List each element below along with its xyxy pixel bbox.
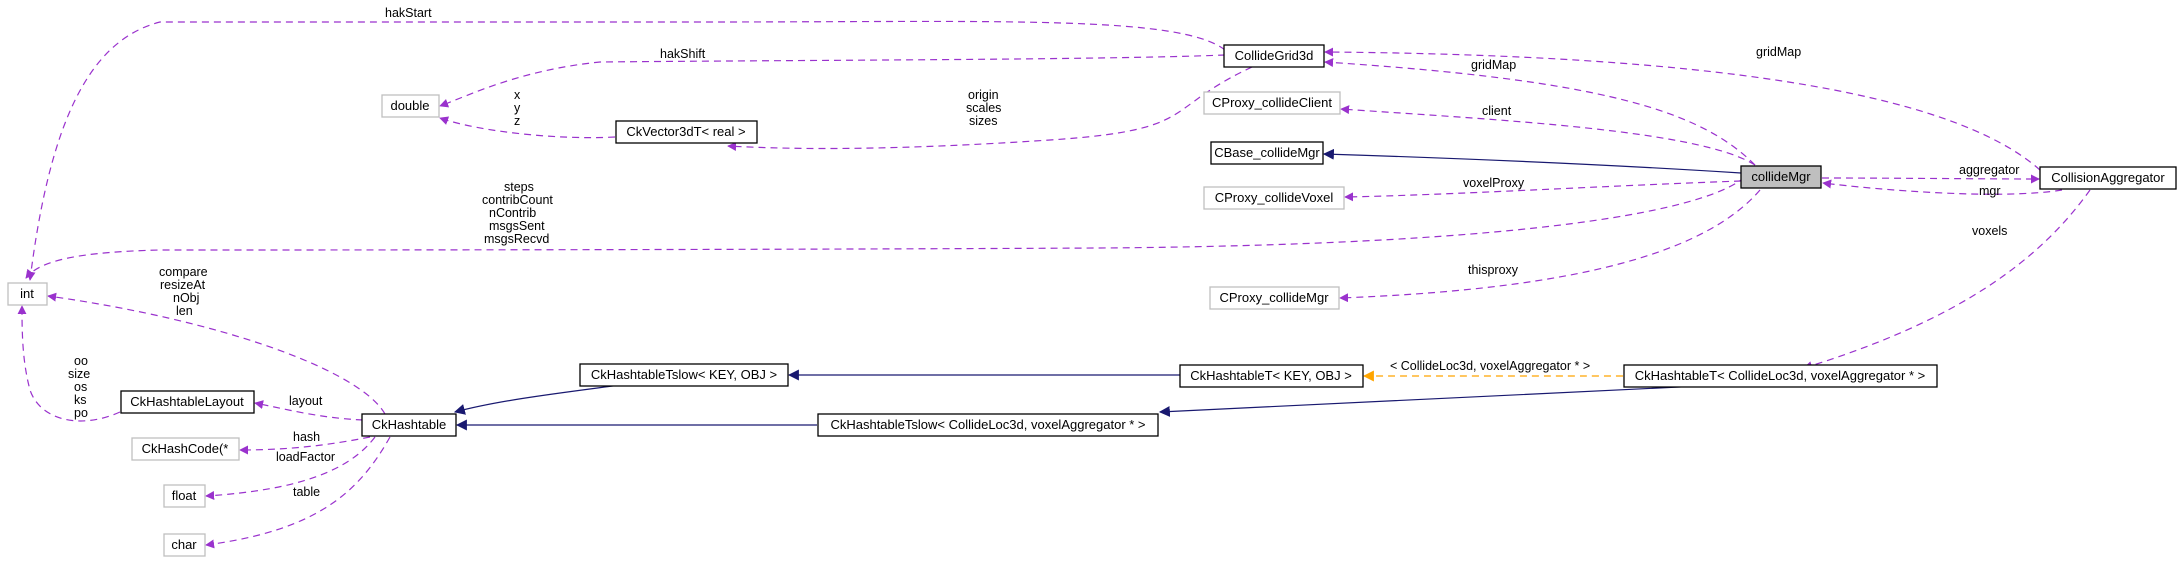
node-cbase-collidemgr[interactable]: CBase_collideMgr — [1210, 141, 1324, 165]
label-voxels: voxels — [1972, 224, 2007, 238]
svg-text:CProxy_collideVoxel: CProxy_collideVoxel — [1215, 190, 1334, 205]
node-ckhashtablet-key-obj[interactable]: CkHashtableT< KEY, OBJ > — [1179, 364, 1364, 388]
label-compare: compare — [159, 265, 208, 279]
edge-collidemgr-collidegrid3d — [1324, 58, 1756, 166]
edge-collidegrid3d-ckvector — [727, 66, 1253, 151]
svg-text:CkHashtable: CkHashtable — [372, 417, 446, 432]
node-ckhashtablelayout[interactable]: CkHashtableLayout — [120, 390, 255, 414]
node-cproxy-collideclient[interactable]: CProxy_collideClient — [1203, 91, 1341, 115]
node-ckhashtabletslow-collide[interactable]: CkHashtableTslow< CollideLoc3d, voxelAgg… — [817, 413, 1159, 437]
node-ckhashtabletslow-key-obj[interactable]: CkHashtableTslow< KEY, OBJ > — [579, 363, 789, 387]
edge-collidemgr-cbase — [1322, 148, 1742, 174]
edge-collidemgr-thisproxy — [1339, 189, 1761, 303]
edge-aggregator-collidemgr — [1822, 179, 2063, 195]
svg-text:CollisionAggregator: CollisionAggregator — [2051, 170, 2165, 185]
edge-ckhashtable-hashcode — [239, 436, 371, 455]
node-double[interactable]: double — [381, 94, 440, 118]
label-steps: steps — [504, 180, 534, 194]
svg-text:CkHashtableT< KEY, OBJ >: CkHashtableT< KEY, OBJ > — [1190, 368, 1352, 383]
node-collidemgr[interactable]: collideMgr — [1740, 165, 1822, 189]
node-cproxy-collidemgr[interactable]: CProxy_collideMgr — [1209, 286, 1340, 310]
edge-ckhashtable-float — [205, 436, 376, 500]
label-vec-x: x — [514, 88, 521, 102]
label-voxelproxy: voxelProxy — [1463, 176, 1525, 190]
label-thisproxy: thisproxy — [1468, 263, 1519, 277]
label-layout: layout — [289, 394, 323, 408]
label-client: client — [1482, 104, 1512, 118]
label-gridmap-mgr: gridMap — [1471, 58, 1516, 72]
edge-ckvector-double — [439, 116, 616, 139]
svg-text:CkHashtableTslow< KEY, OBJ >: CkHashtableTslow< KEY, OBJ > — [591, 367, 777, 382]
svg-text:CkHashtableTslow< CollideLoc3d: CkHashtableTslow< CollideLoc3d, voxelAgg… — [830, 417, 1145, 432]
svg-text:CProxy_collideClient: CProxy_collideClient — [1212, 95, 1332, 110]
edge-ckhashtable-char — [205, 436, 391, 549]
label-loadfactor: loadFactor — [276, 450, 335, 464]
edge-collidegrid3d-double — [439, 54, 1226, 108]
edge-collidemgr-aggregator — [1821, 174, 2040, 184]
label-scales: scales — [966, 101, 1001, 115]
node-ckhashcode[interactable]: CkHashCode(* — [131, 437, 240, 461]
svg-text:double: double — [390, 98, 429, 113]
label-template-args: < CollideLoc3d, voxelAggregator * > — [1390, 359, 1590, 373]
label-len: len — [176, 304, 193, 318]
node-ckhashtable[interactable]: CkHashtable — [361, 413, 457, 437]
edge-ckhashtable-layout — [254, 400, 364, 421]
label-sizes: sizes — [969, 114, 997, 128]
node-ckvector3dt[interactable]: CkVector3dT< real > — [615, 120, 758, 144]
edge-collidemgr-int — [25, 176, 1746, 279]
label-msgsrecvd: msgsRecvd — [484, 232, 549, 246]
label-resizeat: resizeAt — [160, 278, 206, 292]
svg-text:CkVector3dT< real >: CkVector3dT< real > — [626, 124, 745, 139]
svg-text:CkHashCode(*: CkHashCode(* — [142, 441, 229, 456]
label-os: os — [74, 380, 87, 394]
label-vec-z: z — [514, 114, 520, 128]
node-collisionaggregator[interactable]: CollisionAggregator — [2039, 166, 2177, 190]
label-vec-y: y — [514, 101, 521, 115]
node-cproxy-collidevoxel[interactable]: CProxy_collideVoxel — [1203, 186, 1345, 210]
svg-text:CollideGrid3d: CollideGrid3d — [1235, 48, 1314, 63]
svg-text:CBase_collideMgr: CBase_collideMgr — [1214, 145, 1320, 160]
node-ckhashtablet-collide[interactable]: CkHashtableT< CollideLoc3d, voxelAggrega… — [1623, 364, 1938, 388]
node-char[interactable]: char — [163, 533, 206, 557]
edge-hashtablet-collide-tslow — [1158, 385, 1701, 417]
svg-text:char: char — [171, 537, 197, 552]
label-oo: oo — [74, 354, 88, 368]
label-origin: origin — [968, 88, 999, 102]
node-collidegrid3d[interactable]: CollideGrid3d — [1223, 44, 1325, 68]
label-mgr: mgr — [1979, 184, 2001, 198]
svg-text:CProxy_collideMgr: CProxy_collideMgr — [1219, 290, 1329, 305]
label-aggregator: aggregator — [1959, 163, 2019, 177]
edge-tslow-ckhashtable — [453, 384, 621, 415]
edge-ckhashtable-int — [47, 292, 386, 415]
label-hakshift: hakShift — [660, 47, 706, 61]
label-ks: ks — [74, 393, 87, 407]
node-float[interactable]: float — [163, 484, 206, 508]
node-int[interactable]: int — [7, 282, 48, 306]
edge-collidemgr-voxel — [1344, 180, 1742, 202]
svg-text:CkHashtableT< CollideLoc3d, vo: CkHashtableT< CollideLoc3d, voxelAggrega… — [1635, 368, 1926, 383]
edge-aggregator-collidegrid3d — [1324, 47, 2041, 171]
label-po: po — [74, 406, 88, 420]
svg-text:int: int — [20, 286, 34, 301]
edge-layout-int — [17, 305, 121, 422]
svg-text:float: float — [172, 488, 197, 503]
label-hakstart: hakStart — [385, 6, 432, 20]
label-table: table — [293, 485, 320, 499]
edge-collidegrid3d-int-hakstart — [26, 20, 1226, 281]
label-nobj: nObj — [173, 291, 199, 305]
label-hash: hash — [293, 430, 320, 444]
label-msgssent: msgsSent — [489, 219, 545, 233]
edge-aggregator-hashtablet — [1803, 189, 2091, 370]
svg-text:collideMgr: collideMgr — [1751, 169, 1811, 184]
label-contribcount: contribCount — [482, 193, 553, 207]
label-gridmap-agg: gridMap — [1756, 45, 1801, 59]
label-ncontrib: nContrib — [489, 206, 536, 220]
edge-collidemgr-client — [1340, 105, 1756, 166]
svg-text:CkHashtableLayout: CkHashtableLayout — [130, 394, 244, 409]
label-size: size — [68, 367, 90, 381]
